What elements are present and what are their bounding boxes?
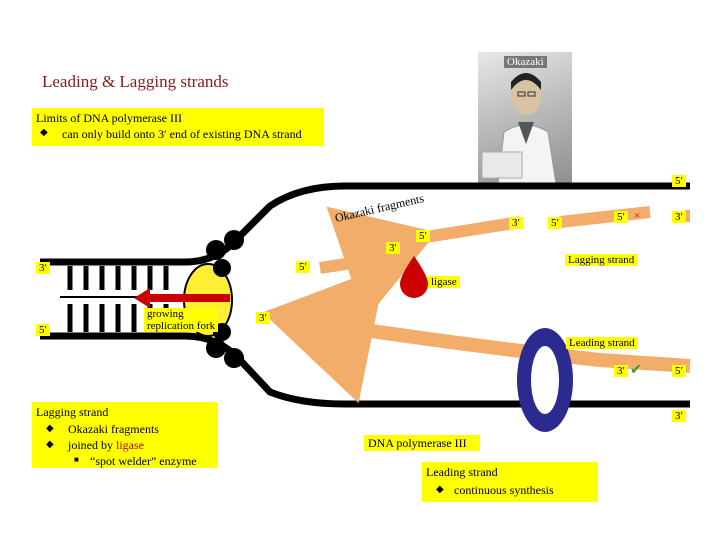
limits-heading: Limits of DNA polymerase III — [36, 111, 182, 125]
check-mark-icon: ✔ — [630, 363, 642, 378]
top-right-5-label: 5′ — [672, 175, 686, 187]
diamond-bullet-icon: ◆ — [46, 439, 54, 450]
growing-fork-line1: growing — [147, 308, 184, 320]
leading-strand-box: Leading strand ◆ continuous synthesis — [422, 462, 598, 502]
diamond-bullet-icon: ◆ — [40, 127, 48, 138]
leading-strand-label: Leading strand — [566, 337, 638, 349]
frag4-5-label: 5′ — [296, 261, 310, 273]
leading-strand-arrow — [262, 265, 691, 404]
okazaki-photo: Okazaki — [478, 52, 572, 185]
lagging-box-title: Lagging strand — [36, 405, 109, 419]
frag3-5-label: 5′ — [614, 211, 628, 223]
right-mid-5-label: 5′ — [672, 365, 686, 377]
lagging-sub-bullet: “spot welder” enzyme — [90, 454, 197, 468]
left-top-3-label: 3′ — [36, 262, 50, 274]
leading-bullet: continuous synthesis — [454, 483, 554, 497]
right-mid-3-label: 3′ — [614, 365, 628, 377]
growing-fork-line2: replication fork — [147, 320, 216, 332]
okazaki-fragment-1b — [319, 249, 405, 274]
leading-box-title: Leading strand — [426, 465, 498, 479]
frag1-5-label: 5′ — [416, 230, 430, 242]
okazaki-fragment-2 — [419, 216, 521, 244]
okazaki-fragment-3 — [559, 206, 651, 228]
limits-box: Limits of DNA polymerase III ◆ can only … — [32, 108, 324, 146]
diamond-bullet-icon: ◆ — [46, 423, 54, 434]
lagging-template-strand — [40, 182, 690, 266]
limits-bullet: can only build onto 3′ end of existing D… — [62, 127, 302, 141]
ligase-enzyme — [400, 256, 428, 298]
frag3-3-label: 3′ — [672, 211, 686, 223]
x-mark-icon: × — [634, 210, 641, 222]
lagging-bullet-2: joined by ligase — [68, 438, 144, 453]
diamond-bullet-icon: ◆ — [436, 484, 444, 495]
lagging-bullet-1: Okazaki fragments — [68, 422, 159, 436]
frag2-5-label: 5′ — [548, 217, 562, 229]
frag1-3-label: 3′ — [386, 242, 400, 254]
leading-3-label: 3′ — [256, 312, 270, 324]
lagging-strand-box: Lagging strand ◆ Okazaki fragments ◆ joi… — [32, 402, 218, 468]
frag2-3-label: 3′ — [509, 217, 523, 229]
dna-polymerase-label: DNA polymerase III — [364, 435, 480, 451]
lagging-strand-label: Lagging strand — [565, 254, 638, 266]
ligase-word: ligase — [116, 438, 144, 452]
okazaki-portrait-icon — [481, 73, 557, 185]
left-bottom-5-label: 5′ — [36, 324, 50, 336]
photo-label: Okazaki — [504, 56, 547, 68]
page-title: Leading & Lagging strands — [42, 72, 229, 91]
lagging-bullet-2-prefix: joined by — [68, 438, 116, 452]
ligase-label: ligase — [428, 276, 460, 288]
square-bullet-icon: ■ — [74, 455, 79, 464]
right-bottom-3-label: 3′ — [672, 410, 686, 422]
